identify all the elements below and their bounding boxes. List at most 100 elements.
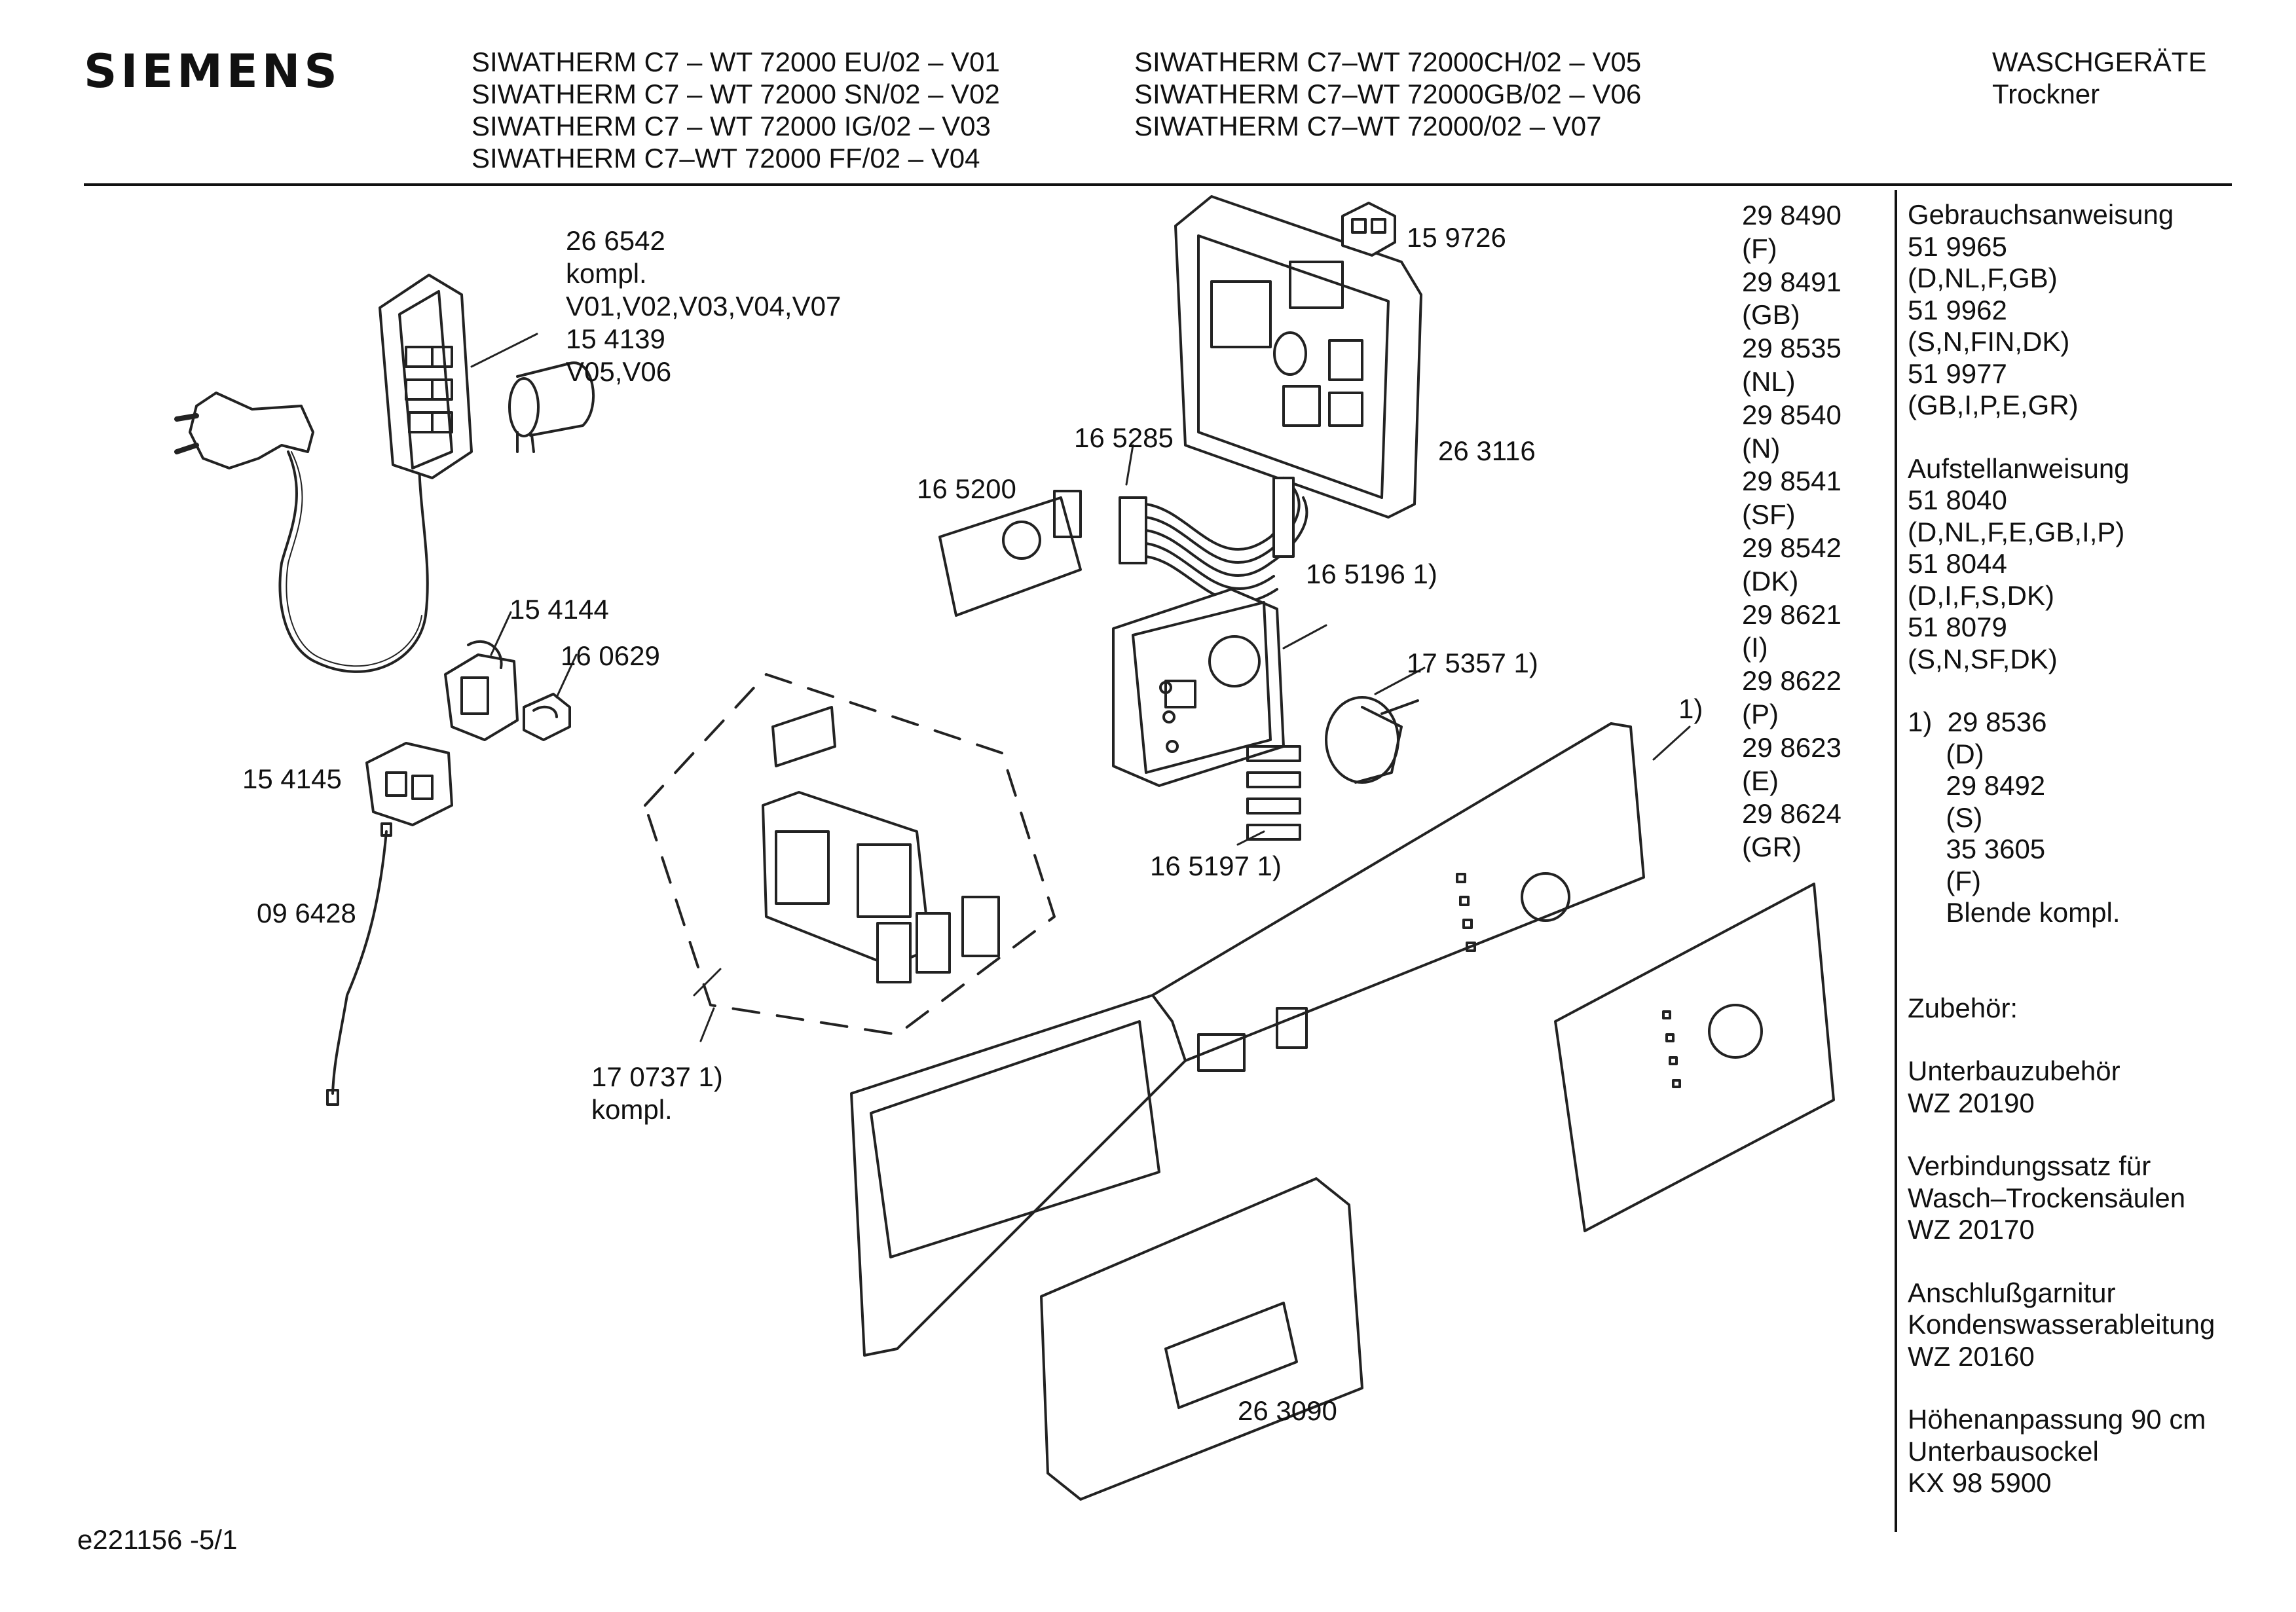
program-knob xyxy=(1325,696,1419,784)
list-item: (F) xyxy=(1742,232,1777,264)
list-item: (D,I,F,S,DK) xyxy=(1908,579,2055,611)
list-item: 29 8491 xyxy=(1742,266,1842,297)
mains-plug-cable xyxy=(174,392,429,673)
list-item: 51 8044 xyxy=(1908,548,2007,579)
footnote-line: 29 8492 xyxy=(1908,770,2046,801)
category-block: WASCHGERÄTE Trockner xyxy=(1992,46,2206,110)
part-label: 15 4144 xyxy=(509,594,609,625)
list-item: (I) xyxy=(1742,632,1768,663)
list-item: 29 8541 xyxy=(1742,466,1842,497)
list-item: 29 8490 xyxy=(1742,200,1842,230)
leader-line xyxy=(470,333,538,368)
list-item: 29 8622 xyxy=(1742,665,1842,697)
install-title: Aufstellanweisung xyxy=(1908,452,2130,484)
accessory-line: Anschlußgarnitur xyxy=(1908,1277,2116,1308)
model-line: SIWATHERM C7–WT 72000CH/02 – V05 xyxy=(1134,46,1642,77)
model-list-1: SIWATHERM C7 – WT 72000 EU/02 – V01 SIWA… xyxy=(472,46,1000,174)
blende-panel xyxy=(1554,883,1835,1232)
model-line: SIWATHERM C7–WT 72000/02 – V07 xyxy=(1134,111,1602,141)
list-item: (S,N,SF,DK) xyxy=(1908,643,2058,674)
column-divider xyxy=(1895,190,1897,1532)
pcb-bracket xyxy=(1112,588,1285,787)
list-item: 51 9962 xyxy=(1908,294,2007,325)
accessory-line: WZ 20190 xyxy=(1908,1087,2035,1118)
interference-capacitor xyxy=(508,361,595,453)
part-label: 16 5200 xyxy=(917,473,1016,504)
list-item: (NL) xyxy=(1742,365,1796,397)
footnote-line: 35 3605 xyxy=(1908,833,2046,864)
lock-clip xyxy=(523,693,571,741)
list-item: (DK) xyxy=(1742,565,1799,596)
accessory-line: Unterbausockel xyxy=(1908,1435,2099,1467)
footnote-line: (S) xyxy=(1908,801,1983,833)
footnote-line: (F) xyxy=(1908,865,1981,896)
part-label: 26 6542 xyxy=(566,225,665,256)
list-item: (P) xyxy=(1742,698,1779,729)
list-item: (E) xyxy=(1742,765,1779,796)
electronic-module xyxy=(1174,195,1422,519)
accessory-line: Wasch–Trockensäulen xyxy=(1908,1182,2186,1213)
list-item: 29 8540 xyxy=(1742,399,1842,430)
list-item: 29 8624 xyxy=(1742,798,1842,830)
list-item: (SF) xyxy=(1742,499,1796,530)
leader-lines xyxy=(490,611,1691,1042)
part-versions: V01,V02,V03,V04,V07 xyxy=(566,291,842,321)
subcategory: Trockner xyxy=(1992,79,2100,109)
model-line: SIWATHERM C7 – WT 72000 EU/02 – V01 xyxy=(472,46,1000,77)
header-rule xyxy=(84,183,2232,186)
list-item: (D,NL,F,GB) xyxy=(1908,263,2058,293)
earth-cable xyxy=(326,822,392,1106)
accessory-line: Unterbauzubehör xyxy=(1908,1055,2120,1086)
part-label: 26 3116 xyxy=(1438,435,1536,466)
control-panel-fascia xyxy=(850,722,1645,1357)
selector-pcb xyxy=(938,490,1082,617)
list-item: (GB,I,P,E,GR) xyxy=(1908,390,2079,420)
list-item: (S,N,FIN,DK) xyxy=(1908,326,2070,357)
leader-line xyxy=(1125,444,1134,486)
list-item: (GB) xyxy=(1742,299,1800,331)
document-code: e221156 -5/1 xyxy=(77,1524,238,1555)
model-line: SIWATHERM C7 – WT 72000 IG/02 – V03 xyxy=(472,111,991,141)
ribbon-cable xyxy=(1119,477,1308,604)
accessory-line: Höhenanpassung 90 cm xyxy=(1908,1404,2206,1435)
manual-title: Gebrauchsanweisung xyxy=(1908,199,2174,230)
footnote-line: (D) xyxy=(1908,738,1984,769)
part-label-kompl: kompl. xyxy=(566,258,647,289)
list-item: 29 8535 xyxy=(1742,333,1842,364)
part-label: 16 5285 xyxy=(1074,422,1174,453)
list-item: 51 8040 xyxy=(1908,485,2007,515)
list-item: 51 8079 xyxy=(1908,612,2007,642)
list-item: 51 9977 xyxy=(1908,357,2007,389)
model-line: SIWATHERM C7–WT 72000 FF/02 – V04 xyxy=(472,143,980,174)
terminal-block xyxy=(365,742,453,826)
accessory-line: Kondenswasserableitung xyxy=(1908,1309,2215,1340)
part-label-kompl: kompl. xyxy=(591,1094,673,1125)
part-label: 16 0629 xyxy=(561,640,660,671)
siemens-logo: SIEMENS xyxy=(84,45,341,98)
part-label: 16 5197 1) xyxy=(1150,851,1282,881)
dashed-assembly-outline xyxy=(644,673,1056,1036)
light-guides xyxy=(1246,745,1301,841)
list-item: 29 8621 xyxy=(1742,598,1842,630)
model-line: SIWATHERM C7 – WT 72000 SN/02 – V02 xyxy=(472,79,1000,109)
accessories-title: Zubehör: xyxy=(1908,992,2018,1023)
part-label: 26 3090 xyxy=(1238,1395,1337,1426)
list-item: (D,NL,F,E,GB,I,P) xyxy=(1908,516,2125,547)
door-switch xyxy=(444,640,519,741)
footnote-line: Blende kompl. xyxy=(1908,897,2120,928)
manual-number-list: 29 8490 (F) 29 8491 (GB) 29 8535 (NL) 29… xyxy=(1742,199,1842,864)
part-label: 16 5196 1) xyxy=(1306,559,1437,589)
filter-housing xyxy=(379,274,473,479)
accessory-line: WZ 20170 xyxy=(1908,1214,2035,1245)
part-label: 17 5357 1) xyxy=(1407,648,1538,678)
accessory-line: KX 98 5900 xyxy=(1908,1467,2052,1498)
list-item: 51 9965 xyxy=(1908,230,2007,262)
model-line: SIWATHERM C7–WT 72000GB/02 – V06 xyxy=(1134,79,1642,109)
part-label: 15 9726 xyxy=(1407,222,1506,253)
list-item: (N) xyxy=(1742,432,1781,464)
drawer-handle xyxy=(1040,1177,1363,1501)
part-versions: V05,V06 xyxy=(566,356,672,387)
connector-plug xyxy=(1341,202,1396,257)
list-item: (GR) xyxy=(1742,832,1802,863)
